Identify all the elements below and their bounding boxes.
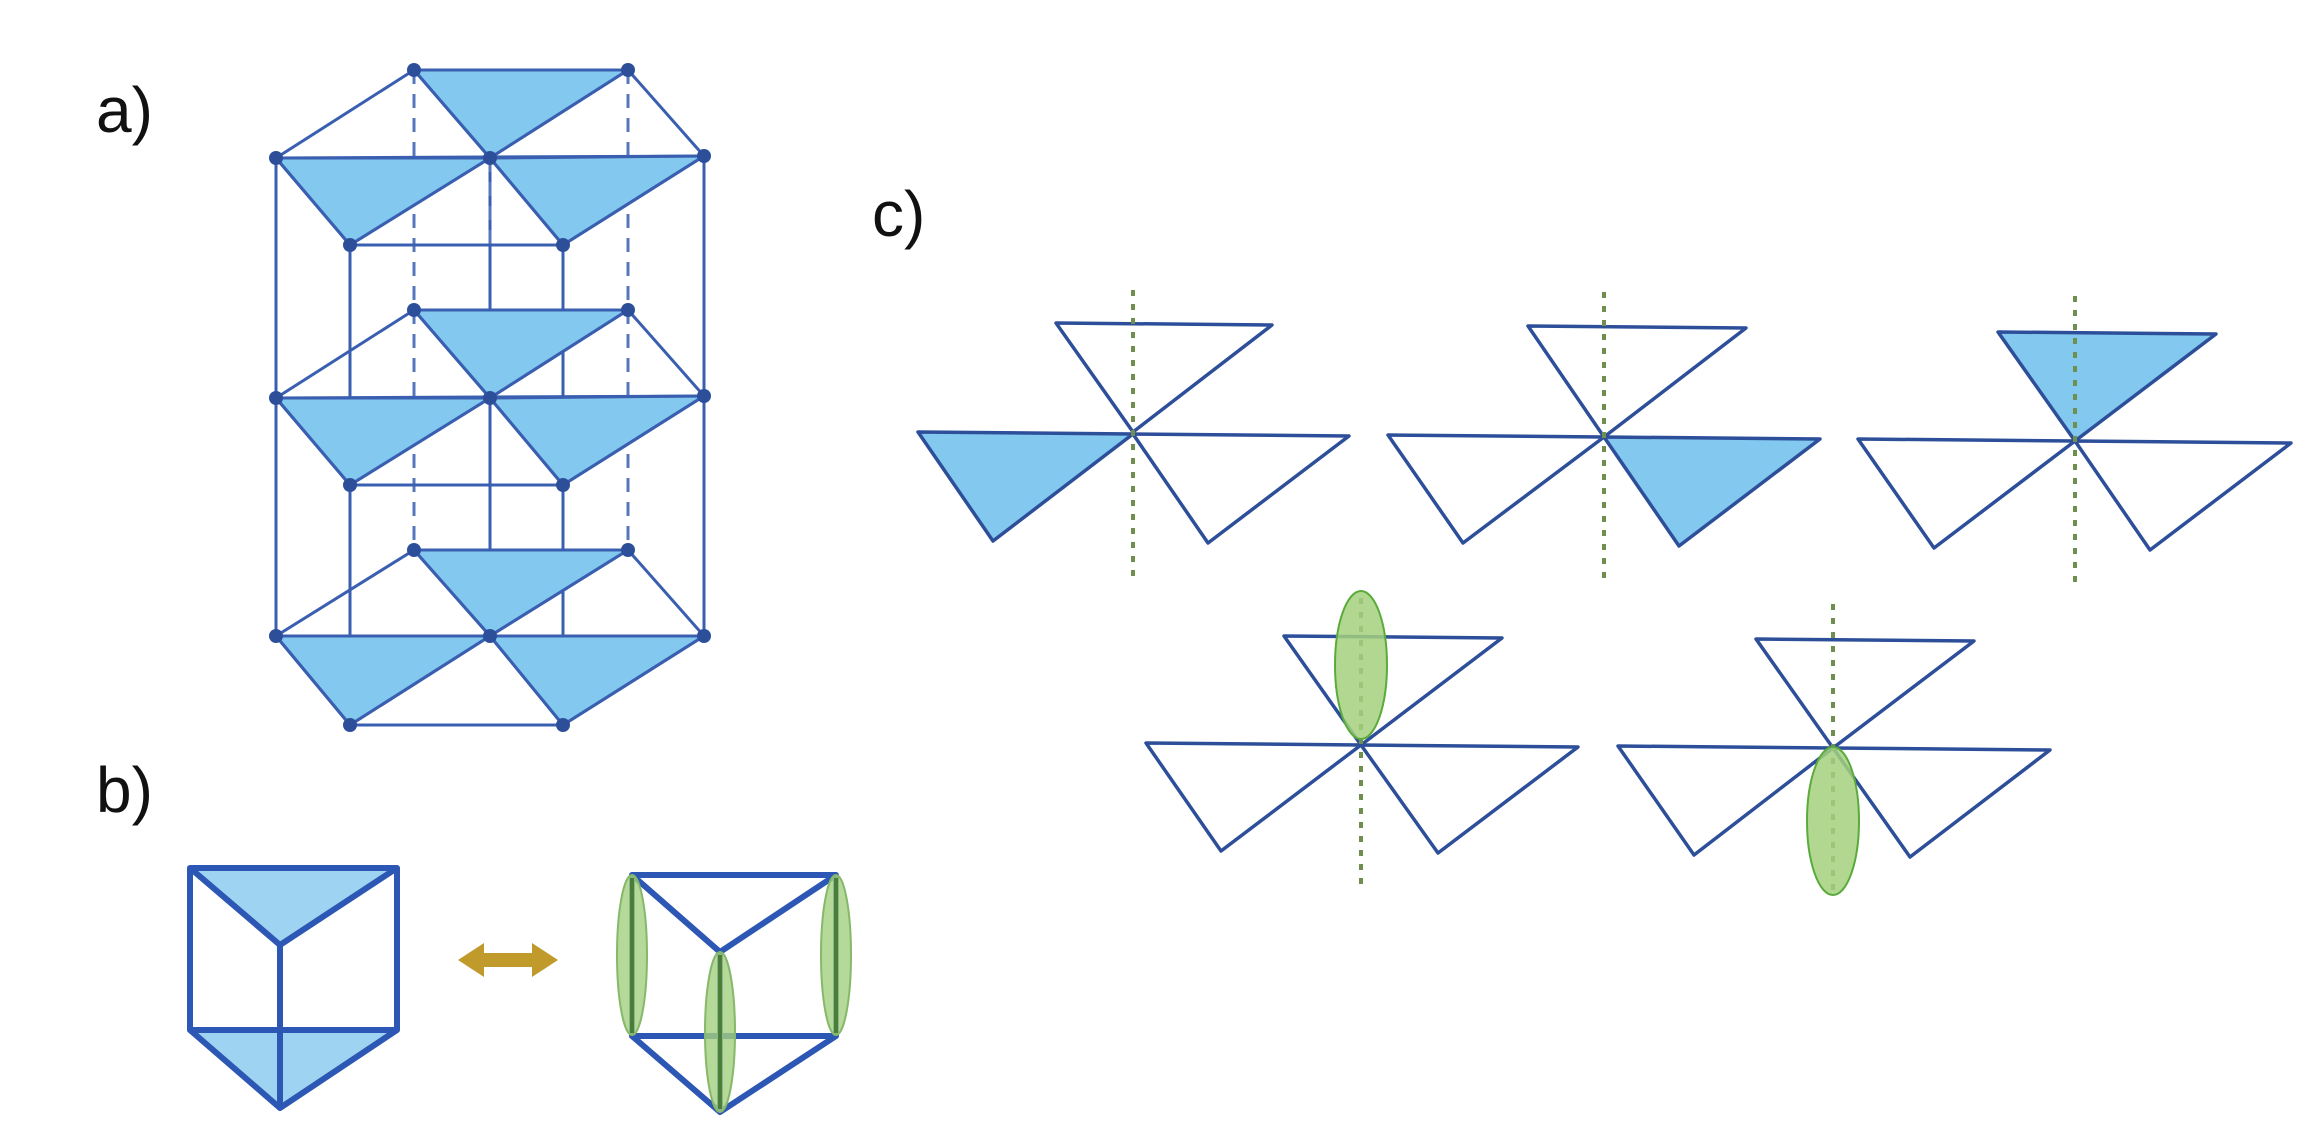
pair-ellipse — [1334, 590, 1388, 740]
prism-left-top-face — [187, 865, 400, 948]
prism-left-bottom-face — [187, 1027, 400, 1111]
pair-ellipse — [1806, 746, 1860, 896]
prism-left — [187, 865, 400, 1111]
configuration-4 — [1144, 590, 1580, 890]
lattice-layer-middle — [274, 308, 706, 487]
configuration-5 — [1616, 604, 2052, 896]
panel-label-b: b) — [96, 754, 153, 826]
lattice-layer-bottom — [274, 548, 706, 727]
double-arrow-icon — [458, 943, 558, 977]
configuration-1 — [916, 290, 1351, 578]
configuration-2 — [1386, 292, 1822, 580]
configuration-3 — [1856, 296, 2293, 585]
prism-right — [616, 872, 852, 1115]
panel-label-c: c) — [872, 178, 925, 250]
lattice-nodes — [269, 63, 711, 732]
pair-ellipses — [616, 874, 852, 1113]
panel-label-a: a) — [96, 74, 153, 146]
lattice-layer-top — [274, 68, 706, 247]
lattice-diagram — [269, 63, 711, 732]
